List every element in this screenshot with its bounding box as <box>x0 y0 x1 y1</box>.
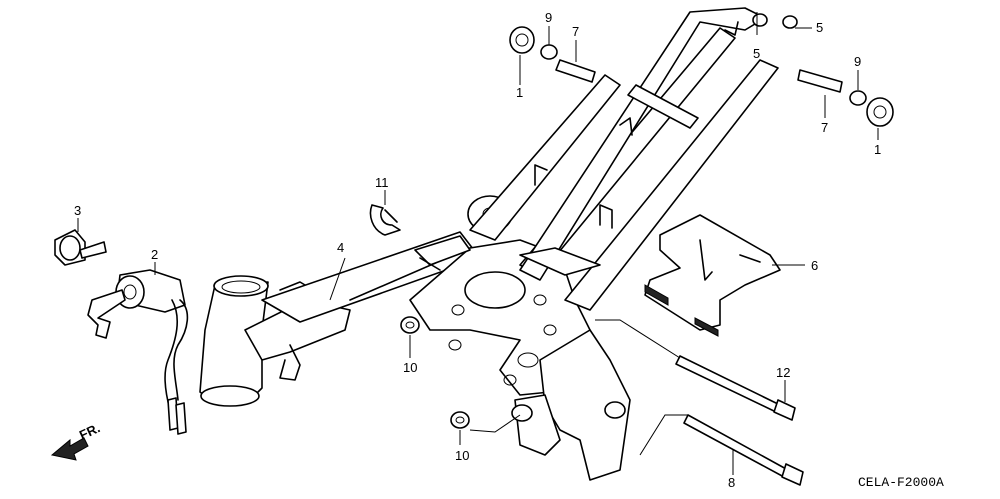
callout-11: 11 <box>375 175 389 190</box>
callout-8: 8 <box>728 475 735 490</box>
frame-body <box>199 7 779 481</box>
callout-10-upper: 10 <box>403 360 417 375</box>
callout-7-left: 7 <box>572 24 579 39</box>
ignition-switch-part <box>87 269 189 435</box>
mount-bracket-part <box>644 214 781 337</box>
direction-label: FR. <box>77 420 102 442</box>
callout-12: 12 <box>776 365 790 380</box>
leader-lines <box>77 12 879 475</box>
callout-10-lower: 10 <box>455 448 469 463</box>
callout-3: 3 <box>74 203 81 218</box>
clip-part <box>369 204 401 236</box>
callout-2: 2 <box>151 247 158 262</box>
callout-9-right: 9 <box>854 54 861 69</box>
key-cap-part <box>54 229 107 266</box>
front-direction-arrow-icon <box>50 437 89 461</box>
callout-9-left: 9 <box>545 10 552 25</box>
callout-7-right: 7 <box>821 120 828 135</box>
callout-5-right: 5 <box>816 20 823 35</box>
fasteners <box>400 13 894 486</box>
callout-1-left: 1 <box>516 85 523 100</box>
callout-6: 6 <box>811 258 818 273</box>
callout-5-left: 5 <box>753 46 760 61</box>
callout-labels: 1 9 7 5 5 9 7 1 6 11 3 2 4 10 10 12 8 <box>74 10 881 490</box>
callout-4: 4 <box>337 240 344 255</box>
callout-1-right: 1 <box>874 142 881 157</box>
diagram-code: CELA-F2000A <box>858 475 944 490</box>
